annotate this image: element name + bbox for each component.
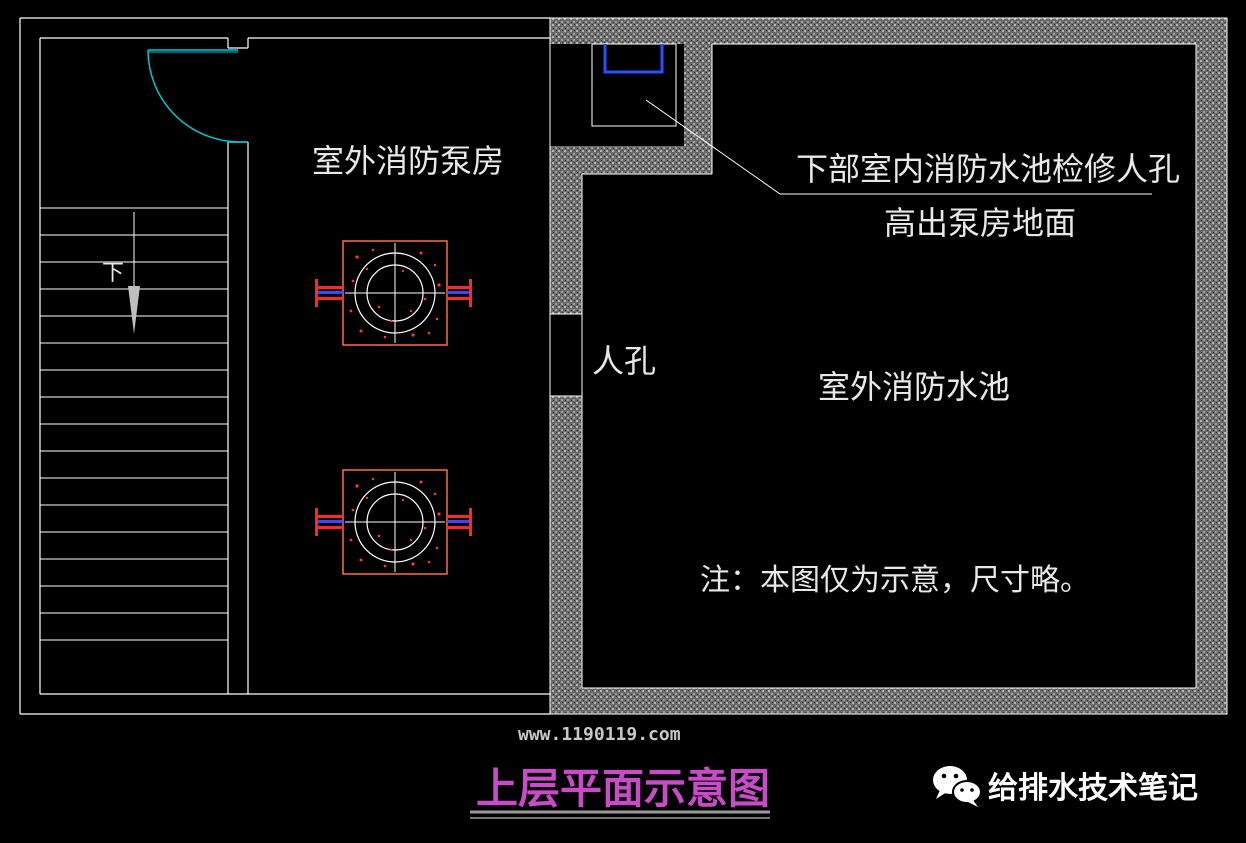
pump-room-label: 室外消防泵房	[312, 142, 504, 180]
manhole-note-line1: 下部室内消防水池检修人孔	[796, 150, 1180, 188]
wechat-icon	[933, 766, 982, 807]
drawing-note: 注：本图仅为示意，尺寸略。	[700, 563, 1090, 598]
brand-name: 给排水技术笔记	[988, 771, 1198, 806]
outdoor-pool-label: 室外消防水池	[818, 368, 1010, 406]
pool-walls	[549, 17, 1228, 715]
building-outline	[19, 17, 550, 715]
manhole-opening	[549, 313, 583, 397]
fire-pump-2	[314, 469, 473, 575]
stair-down-label: 下	[102, 261, 124, 286]
stair-arrow-down-icon	[128, 212, 140, 334]
source-url: www.1190119.com	[518, 724, 681, 745]
manhole-note-line2: 高出泵房地面	[884, 204, 1076, 242]
raised-manhole	[591, 43, 1152, 195]
manhole-label: 人孔	[592, 342, 656, 380]
door	[147, 49, 248, 143]
fire-pump-1	[314, 240, 473, 346]
drawing-title: 上层平面示意图	[476, 764, 770, 813]
